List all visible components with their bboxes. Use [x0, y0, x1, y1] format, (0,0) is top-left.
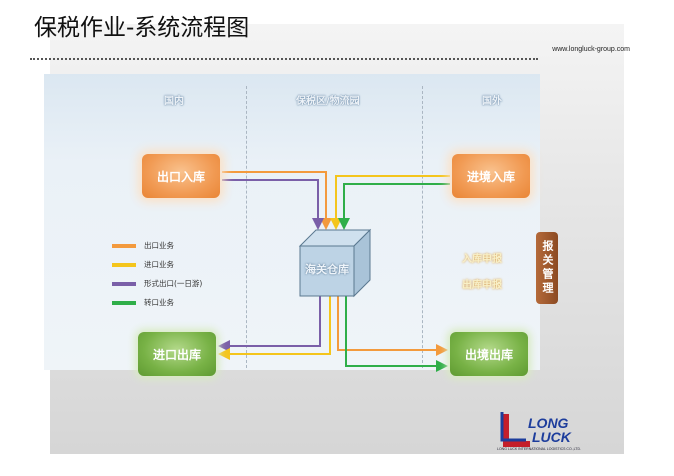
column-head-domestic: 国内	[164, 96, 184, 107]
column-head-bonded: 保税区/物流园	[296, 96, 360, 107]
legend-swatch-export	[112, 243, 136, 248]
logo-text-line1: LONG	[528, 415, 569, 431]
legend-swatch-import	[112, 262, 136, 267]
legend-item: 出口业务	[112, 236, 202, 255]
box-overseas-in: 进境入库	[452, 154, 530, 198]
column-separator-left	[246, 86, 247, 368]
box-import-out: 进口出库	[138, 332, 216, 376]
title-divider	[30, 58, 538, 60]
legend-label: 出口业务	[144, 241, 174, 250]
long-luck-logo: LONG LUCK	[500, 412, 572, 447]
logo-text-line2: LUCK	[532, 429, 572, 445]
legend-label: 形式出口(一日游)	[144, 279, 203, 288]
legend-swatch-transit	[112, 300, 136, 305]
label-out-declare: 出库申报	[462, 280, 502, 291]
box-export-in: 出口入库	[142, 154, 220, 198]
legend-swatch-formal-export	[112, 281, 136, 286]
column-separator-right	[422, 86, 423, 368]
legend-item: 转口业务	[112, 293, 202, 312]
logo-subtitle: LONG LUCK INTERNATIONAL LOGISTICS CO.,LT…	[497, 447, 581, 451]
box-customs-management: 报关管理	[536, 232, 558, 304]
legend-label: 转口业务	[144, 298, 174, 307]
page-title: 保税作业-系统流程图	[34, 15, 250, 41]
legend: 出口业务 进口业务 形式出口(一日游) 转口业务	[112, 236, 202, 312]
column-head-foreign: 国外	[482, 96, 502, 107]
customs-management-label: 报关管理	[541, 240, 554, 296]
diagram-panel	[44, 74, 540, 370]
box-overseas-out: 出境出库	[450, 332, 528, 376]
website-url: www.longluck-group.com	[552, 46, 630, 53]
legend-item: 进口业务	[112, 255, 202, 274]
label-in-declare: 入库申报	[462, 254, 502, 265]
legend-item: 形式出口(一日游)	[112, 274, 202, 293]
legend-label: 进口业务	[144, 260, 174, 269]
bonded-warehouse-cube	[298, 228, 372, 298]
box-bonded-warehouse: 海关仓库	[305, 263, 349, 276]
